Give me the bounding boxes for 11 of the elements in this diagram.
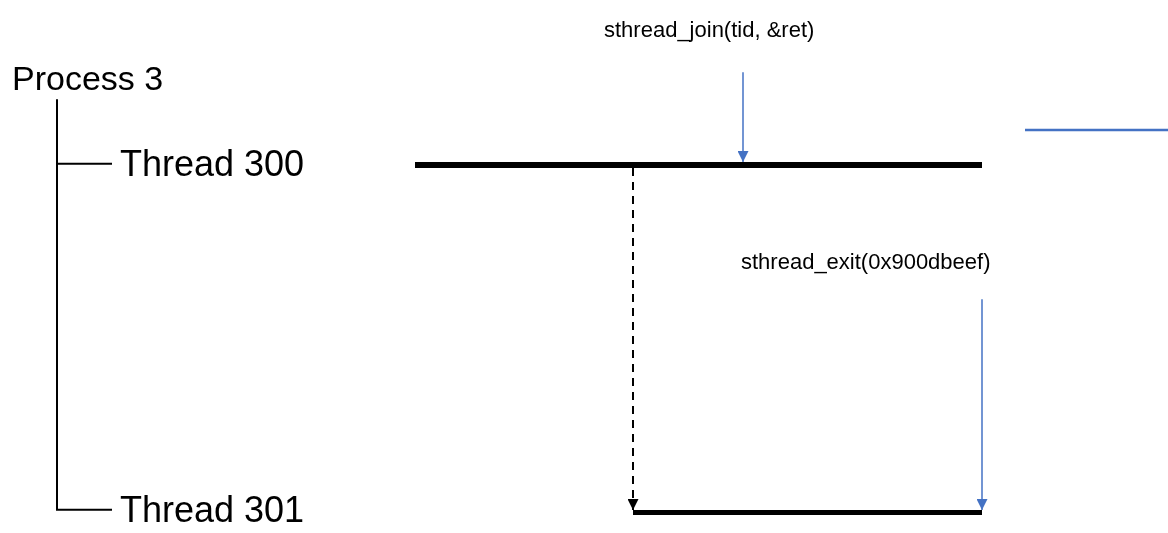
function-call-label: sthread_exit(0x900dbeef)	[741, 250, 991, 275]
thread-timeline-bar	[633, 510, 982, 515]
arrow	[737, 71, 749, 163]
thread-timeline-bar	[415, 162, 982, 168]
arrow	[627, 167, 639, 511]
thread-label: Thread 301	[120, 490, 305, 530]
thread-label: Thread 300	[120, 144, 305, 184]
arrow	[976, 298, 988, 511]
function-call-label: sthread_join(tid, &ret)	[604, 18, 815, 43]
connector-line	[56, 98, 113, 511]
process-label: Process 3	[12, 60, 164, 98]
